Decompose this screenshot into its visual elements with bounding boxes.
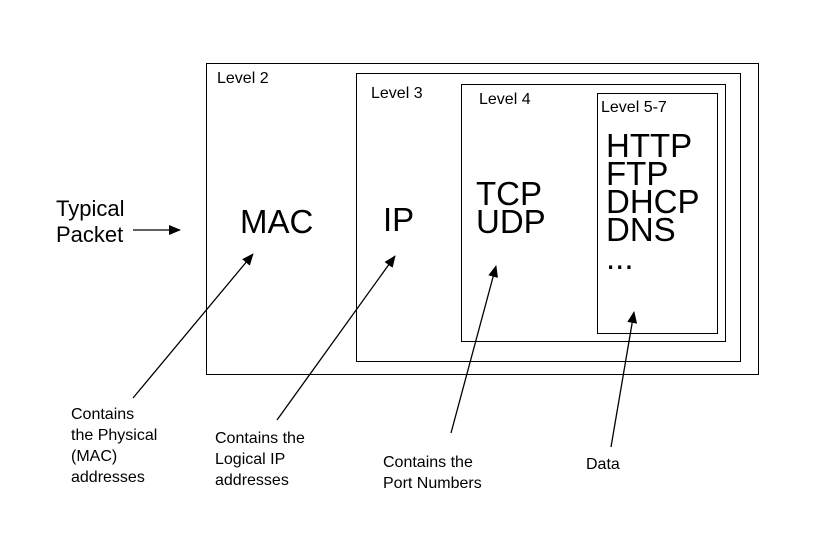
level-4-label: Level 4	[479, 91, 531, 108]
note-mac: Contains the Physical (MAC) addresses	[71, 404, 157, 488]
note-mac-line: the Physical	[71, 427, 158, 444]
level-2-label: Level 2	[217, 70, 269, 87]
note-port-line: Port Numbers	[383, 475, 482, 492]
protocol-dns: DNS	[606, 211, 676, 248]
port-arrow	[450, 265, 498, 434]
level-4-box	[461, 84, 726, 342]
level-5-7-protocols: HTTP FTP DHCP DNS ...	[606, 127, 700, 276]
level-4-protocols: TCP UDP	[476, 175, 546, 240]
note-ip: Contains the Logical IP addresses	[215, 428, 305, 491]
typical-packet-label: Typical Packet	[56, 196, 124, 248]
mac-text: MAC	[240, 203, 314, 240]
note-data: Data	[586, 454, 620, 475]
protocol-ellipsis: ...	[606, 239, 634, 276]
protocol-ftp: FTP	[606, 155, 669, 192]
level-2-box	[206, 63, 759, 375]
note-ip-line: addresses	[215, 472, 289, 489]
typical-packet-line: Typical	[56, 196, 125, 221]
note-data-line: Data	[586, 456, 620, 473]
ip-arrow	[276, 255, 396, 421]
level-3-box	[356, 73, 741, 362]
level-3-label: Level 3	[371, 85, 423, 102]
note-port-line: Contains the	[383, 454, 473, 471]
note-port: Contains the Port Numbers	[383, 452, 482, 494]
mac-arrow	[132, 253, 254, 399]
protocol-http: HTTP	[606, 127, 693, 164]
note-mac-line: addresses	[71, 469, 145, 486]
protocol-tcp: TCP	[476, 175, 542, 212]
note-ip-line: Logical IP	[215, 451, 286, 468]
protocol-udp: UDP	[476, 203, 546, 240]
note-mac-line: (MAC)	[71, 448, 118, 465]
typical-packet-line: Packet	[56, 222, 124, 247]
data-arrow	[610, 311, 638, 448]
level-5-7-box	[597, 93, 718, 334]
note-mac-line: Contains	[71, 406, 135, 423]
level-5-7-label: Level 5-7	[601, 99, 667, 116]
ip-text: IP	[383, 201, 415, 238]
note-ip-line: Contains the	[215, 430, 305, 447]
protocol-dhcp: DHCP	[606, 183, 700, 220]
